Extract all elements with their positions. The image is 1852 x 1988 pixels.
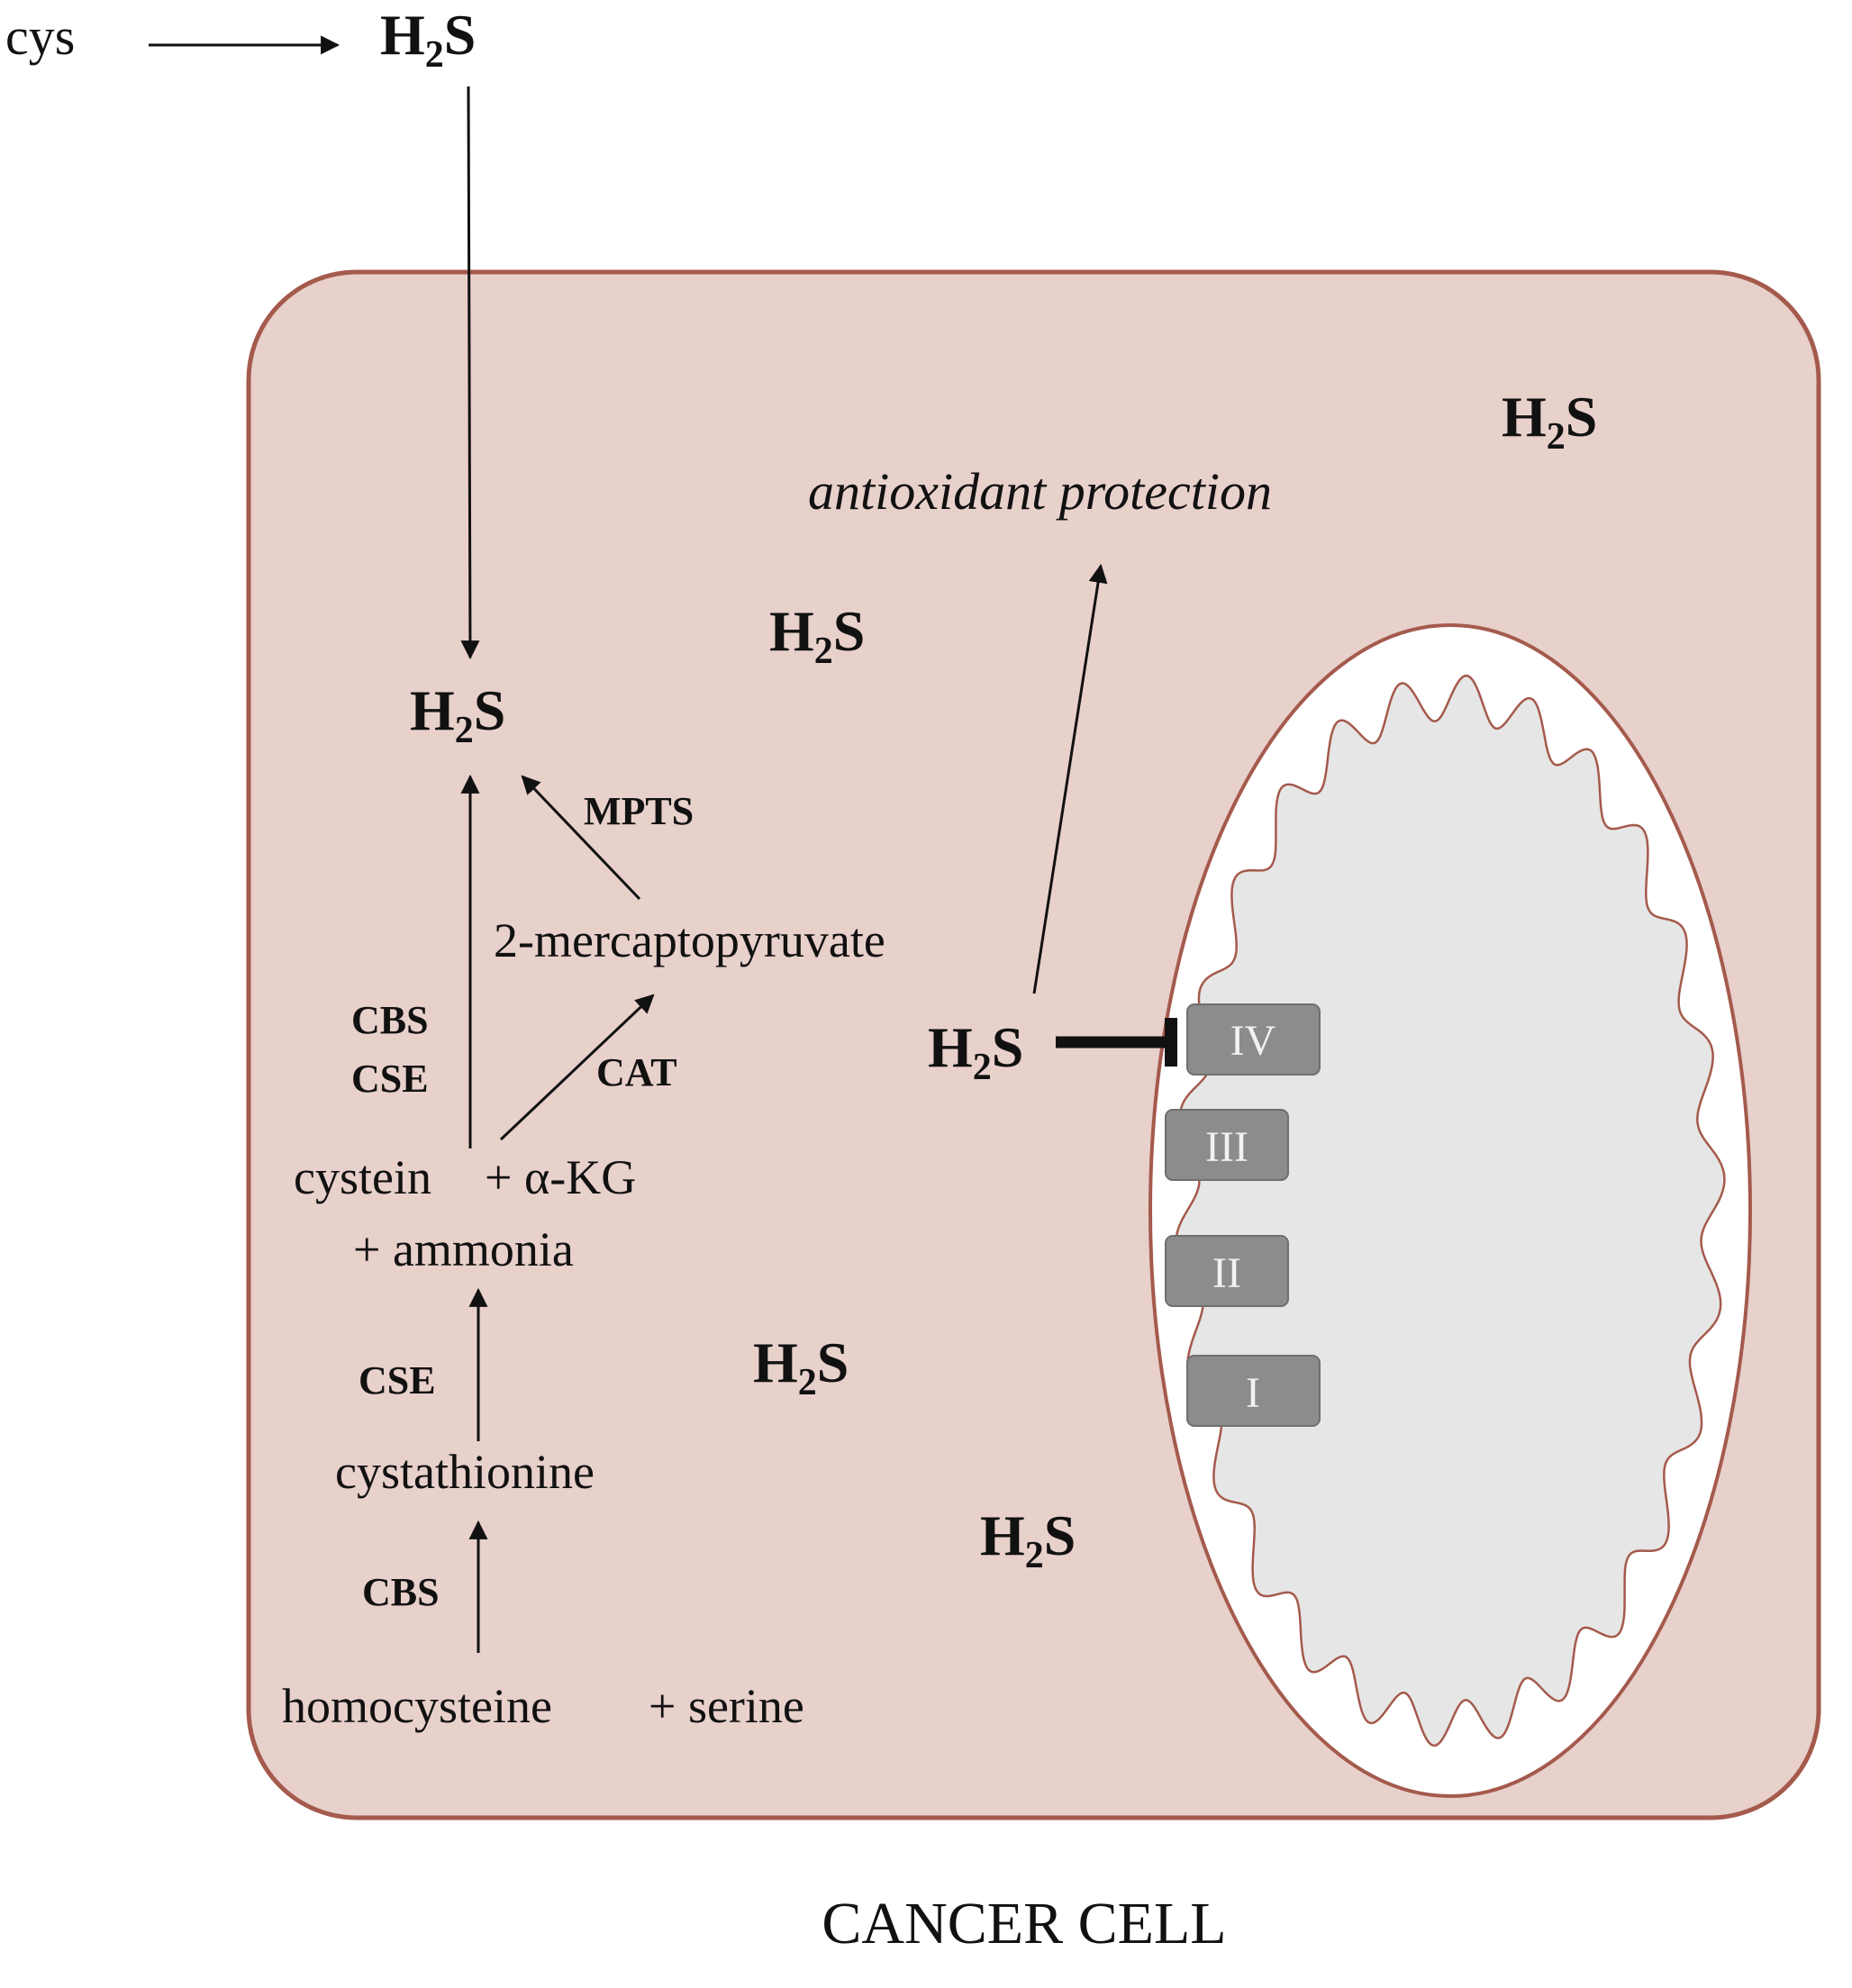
antioxidant-arrow (1032, 563, 1108, 994)
cat-arrow (499, 994, 655, 1141)
complex-ii: II (1165, 1235, 1289, 1307)
cystathionine-label: cystathionine (335, 1445, 595, 1499)
complex-iii: III (1165, 1109, 1289, 1181)
inhibitor-h2s: H2S (928, 1015, 1023, 1088)
cse-label-lower: CSE (359, 1358, 436, 1402)
free-h2s-top-right: H2S (1502, 385, 1597, 458)
free-h2s-bottom: H2S (980, 1503, 1076, 1576)
mpts-label: MPTS (584, 789, 694, 833)
pathway-h2s-product: H2S (410, 678, 505, 751)
substrate-ammonia: + ammonia (353, 1222, 574, 1276)
external-h2s: H2S (380, 3, 476, 76)
complex-iii-box (1165, 1109, 1289, 1181)
antioxidant-protection-label: antioxidant protection (808, 462, 1272, 521)
cell-caption: CANCER CELL (822, 1891, 1226, 1956)
substrate-cystein: cystein (294, 1150, 431, 1204)
complex-ii-label: II (1212, 1249, 1241, 1297)
complex-iv-label: IV (1230, 1017, 1276, 1065)
substrate-alpha-kg: + α-KG (485, 1150, 636, 1204)
cat-label: CAT (596, 1050, 677, 1094)
intermediate-mercaptopyruvate: 2-mercaptopyruvate (494, 913, 885, 967)
complex-ii-box (1165, 1235, 1289, 1307)
mpts-arrow (521, 775, 641, 901)
cse-label-upper: CSE (351, 1057, 429, 1101)
complex-i-box (1186, 1355, 1321, 1427)
cbs-label-upper: CBS (351, 998, 429, 1042)
free-h2s-lower-middle: H2S (753, 1330, 849, 1403)
complex-iii-label: III (1205, 1123, 1248, 1171)
complex-i: I (1186, 1355, 1321, 1427)
complex-iv-box (1186, 1003, 1321, 1076)
h2s-uptake-arrow (460, 86, 480, 660)
cbs-label-lower: CBS (362, 1570, 440, 1614)
free-h2s-upper-middle: H2S (769, 599, 865, 672)
cys-label: cys (5, 7, 75, 66)
precursor-homocysteine: homocysteine (282, 1679, 552, 1733)
complex-i-label: I (1246, 1369, 1260, 1417)
complex-iv: IV (1186, 1003, 1321, 1076)
precursor-serine: + serine (649, 1679, 804, 1733)
mitochondrion-inner-membrane (1175, 674, 1726, 1747)
